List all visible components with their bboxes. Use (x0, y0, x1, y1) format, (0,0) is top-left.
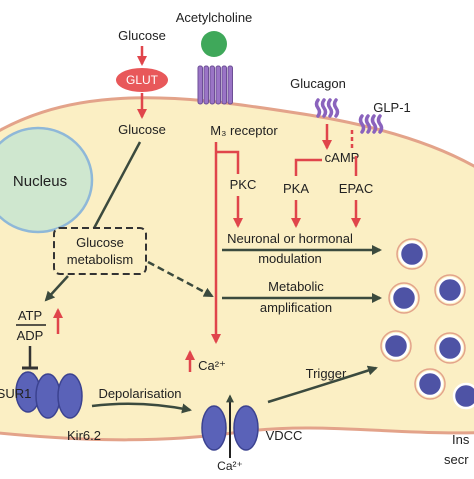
trigger-arrow (267, 365, 378, 404)
metabolic-amplification-label-line1: Metabolic (268, 279, 324, 294)
insulin-granule-outline (380, 330, 412, 362)
metabolic-amplification-label-line2: amplification (260, 300, 332, 315)
epac-label: EPAC (339, 181, 373, 196)
glucose-metabolism-label-line2: metabolism (67, 252, 133, 267)
insulin-granule-outline (414, 368, 446, 400)
insulin-granule-outline (434, 274, 466, 306)
m3-receptor-icon (197, 65, 233, 105)
insulin-granule-icon (436, 276, 464, 304)
acetylcholine-icon (201, 31, 227, 57)
insulin-granule-icon (452, 382, 474, 410)
camp-label: cAMP (325, 150, 360, 165)
glucagon-label: Glucagon (290, 76, 346, 91)
m3-receptor-label: M₃ receptor (210, 123, 278, 138)
glp1-label: GLP-1 (373, 100, 411, 115)
glucose-outside-label: Glucose (118, 28, 166, 43)
vdcc-channel-icon (201, 405, 259, 451)
metabolism-to-amplification-dashed-arrow (147, 260, 214, 298)
glucose-metabolism-box (53, 227, 147, 275)
trigger-label: Trigger (306, 366, 347, 381)
depolarisation-arrow (91, 402, 192, 414)
neuronal-modulation-label-line1: Neuronal or hormonal (227, 231, 353, 246)
nucleus-label: Nucleus (13, 173, 67, 190)
neuronal-modulation-label-line2: modulation (258, 251, 322, 266)
glut-label: GLUT (126, 73, 159, 87)
glucose-inside-label: Glucose (118, 122, 166, 137)
insulin-granule-icon (416, 370, 444, 398)
vdcc-label: VDCC (266, 428, 303, 443)
adp-label: ADP (17, 328, 44, 343)
glp1-receptor-icon (358, 114, 384, 134)
insulin-granule-outline (396, 238, 428, 270)
nucleus (0, 126, 94, 234)
metabolism-to-atp-arrow (44, 275, 69, 302)
insulin-granule-outline (388, 282, 420, 314)
kir62-label: Kir6.2 (67, 428, 101, 443)
glucagon-receptor-icon (314, 98, 340, 118)
insulin-granule-icon (390, 284, 418, 312)
insulin-secretion-label-line2: secr (444, 452, 469, 467)
calcium-outside-label: Ca²⁺ (217, 459, 243, 473)
glucose-metabolism-label-line1: Glucose (76, 235, 124, 250)
calcium-inside-label: Ca²⁺ (198, 358, 226, 373)
m3-to-pkc-branch (216, 150, 240, 174)
insulin-secretion-label-line1: Ins (452, 432, 470, 447)
insulin-granule-icon (398, 240, 426, 268)
insulin-granules (380, 238, 474, 410)
glut-transporter (116, 68, 168, 92)
glucose-to-metabolism-line (90, 141, 142, 233)
atp-label: ATP (18, 308, 42, 323)
sur1-label: SUR1 (0, 386, 31, 401)
insulin-granule-icon (436, 334, 464, 362)
pka-label: PKA (283, 181, 309, 196)
camp-to-pka-branch (294, 158, 322, 176)
katp-channel-icon (15, 371, 83, 419)
depolarisation-label: Depolarisation (98, 386, 181, 401)
insulin-granule-icon (382, 332, 410, 360)
pkc-label: PKC (230, 177, 257, 192)
acetylcholine-label: Acetylcholine (176, 10, 253, 25)
insulin-granule-outline (434, 332, 466, 364)
